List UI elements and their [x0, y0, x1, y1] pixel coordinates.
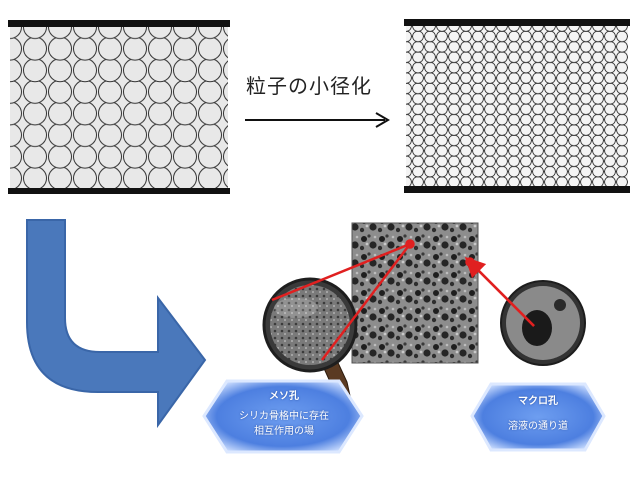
- meso-label: メソ孔 シリカ骨格中に存在 相互作用の場: [214, 389, 354, 439]
- curved-arrow-icon: [26, 219, 207, 429]
- macro-label: マクロ孔 溶液の通り道: [478, 394, 598, 434]
- meso-label-shape: [202, 379, 364, 454]
- callout-lines: [271, 239, 535, 361]
- macro-line-1: 溶液の通り道: [508, 421, 568, 432]
- macro-pore-magnifier: [500, 280, 586, 366]
- large-particle-packing: [8, 20, 230, 194]
- meso-line-2: 相互作用の場: [254, 426, 314, 437]
- meso-title: メソ孔: [269, 391, 299, 402]
- macro-title: マクロ孔: [518, 396, 558, 407]
- macro-label-shape: [470, 382, 606, 452]
- particle-size-reduction-caption: 粒子の小径化: [246, 74, 372, 98]
- meso-line-1: シリカ骨格中に存在: [239, 411, 329, 422]
- sem-micrograph: [351, 222, 479, 364]
- meso-pore-magnifier: [262, 277, 358, 407]
- right-arrow-icon: [245, 112, 390, 128]
- small-particle-packing: [404, 19, 630, 193]
